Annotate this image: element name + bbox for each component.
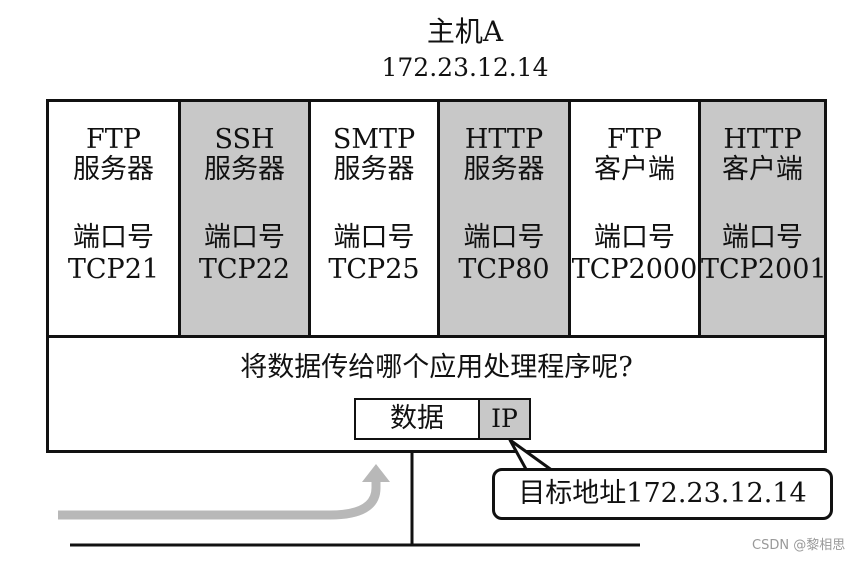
packet-data-field: 数据 bbox=[356, 400, 480, 438]
app-type: 服务器 bbox=[463, 154, 545, 185]
packet-ip-header: IP bbox=[480, 400, 529, 438]
port-number: TCP25 bbox=[328, 254, 420, 285]
destination-address-callout: 目标地址172.23.12.14 bbox=[492, 468, 833, 520]
packet: 数据 IP bbox=[354, 398, 531, 440]
arrow-head-icon bbox=[362, 464, 390, 482]
app-cell: FTP 服务器 端口号 TCP21 bbox=[49, 102, 181, 335]
port-number: TCP2001 bbox=[701, 254, 827, 285]
app-type: 客户端 bbox=[594, 154, 675, 185]
port-number: TCP21 bbox=[67, 254, 160, 285]
application-row: FTP 服务器 端口号 TCP21 SSH 服务器 端口号 TCP22 SMTP… bbox=[49, 102, 827, 338]
app-cell: SSH 服务器 端口号 TCP22 bbox=[181, 102, 311, 335]
app-name: HTTP bbox=[723, 124, 802, 155]
port-label: 端口号 bbox=[594, 222, 675, 253]
app-name: HTTP bbox=[464, 124, 544, 155]
port-label: 端口号 bbox=[722, 222, 803, 253]
app-type: 服务器 bbox=[333, 154, 415, 185]
app-type: 客户端 bbox=[722, 154, 803, 185]
port-label: 端口号 bbox=[333, 222, 415, 253]
port-label: 端口号 bbox=[73, 222, 154, 253]
app-name: FTP bbox=[86, 124, 141, 155]
port-number: TCP22 bbox=[198, 254, 291, 285]
host-box: FTP 服务器 端口号 TCP21 SSH 服务器 端口号 TCP22 SMTP… bbox=[46, 99, 827, 453]
app-name: SSH bbox=[214, 124, 275, 155]
port-label: 端口号 bbox=[463, 222, 545, 253]
app-cell: SMTP 服务器 端口号 TCP25 bbox=[311, 102, 440, 335]
app-name: FTP bbox=[607, 124, 662, 155]
port-number: TCP2000 bbox=[571, 254, 698, 285]
question-text: 将数据传给哪个应用处理程序呢? bbox=[240, 352, 633, 383]
app-cell: HTTP 服务器 端口号 TCP80 bbox=[440, 102, 571, 335]
app-cell: FTP 客户端 端口号 TCP2000 bbox=[571, 102, 701, 335]
port-number: TCP80 bbox=[458, 254, 550, 285]
port-label: 端口号 bbox=[204, 222, 285, 253]
watermark: CSDN @黎相思 bbox=[752, 538, 846, 553]
app-cell: HTTP 客户端 端口号 TCP2001 bbox=[701, 102, 827, 335]
host-name: 主机A bbox=[426, 15, 504, 48]
incoming-data-arrow bbox=[58, 480, 381, 520]
app-type: 服务器 bbox=[204, 154, 285, 185]
app-name: SMTP bbox=[332, 124, 416, 155]
app-type: 服务器 bbox=[73, 154, 154, 185]
host-ip-address: 172.23.12.14 bbox=[381, 53, 549, 82]
